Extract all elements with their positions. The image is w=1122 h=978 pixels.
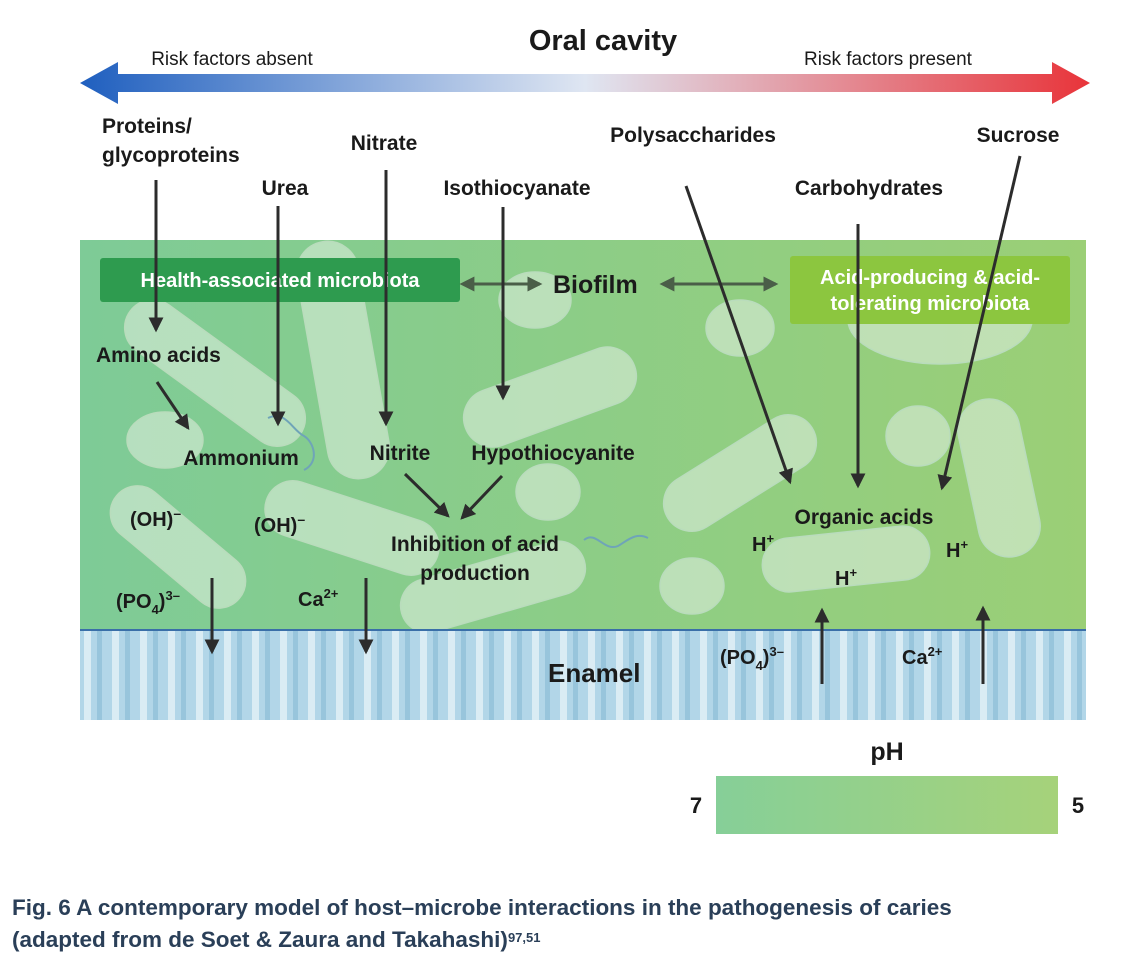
bacterium [885,405,951,467]
inhibition-label-line1: Inhibition of acid [391,533,559,556]
proton-label-right: H+ [946,537,968,562]
ammonium-label: Ammonium [183,447,299,470]
nitrate-label: Nitrate [351,132,418,155]
proton-label-center: H+ [835,565,857,590]
health-microbiota-label: Health-associated microbiota [141,270,421,292]
caption-line-1: Fig. 6 A contemporary model of host–micr… [12,895,952,920]
carbohydrates-label: Carbohydrates [795,177,943,200]
ph-label: pH [870,738,903,766]
organic-acids-label: Organic acids [795,506,934,529]
amino-acids-label: Amino acids [96,344,221,367]
bacterium [264,480,440,576]
hydroxide-label-left: (OH)– [130,505,181,531]
isothiocyanate-label: Isothiocyanate [443,177,590,200]
hypothiocyanite-label: Hypothiocyanite [471,442,634,465]
ph-gradient-bar [716,776,1058,834]
bacterium [761,525,931,593]
bacterium [659,557,725,615]
acid-microbiota-label-line1: Acid-producing & acid- [820,267,1040,289]
arrow-sucrose-to-organic-acids [937,155,1022,491]
arrow-amino-acids-to-ammonium [155,381,190,430]
enamel-label: Enamel [548,658,641,688]
bacterium [957,398,1041,558]
caption-line-2-text: (adapted from de Soet & Zaura and Takaha… [12,927,508,952]
caption-line-2: (adapted from de Soet & Zaura and Takaha… [12,924,1112,956]
figure-caption: Fig. 6 A contemporary model of host–micr… [12,892,1112,956]
health-microbiota-box [100,258,460,302]
proteins-label-line1: Proteins/ [102,115,192,138]
arrow-polysaccharides-to-organic-acids [684,185,793,485]
biofilm-label: Biofilm [553,271,638,299]
arrow-hypothiocyanite-to-inhibition [460,474,504,520]
acid-microbiota-label-line2: tolerating microbiota [831,293,1031,315]
bacterium [515,463,581,521]
risk-gradient-arrow [80,62,1090,104]
bacterium [109,485,247,609]
acid-microbiota-box [790,256,1070,324]
proteins-label-line2: glycoproteins [102,144,240,167]
polysaccharides-label: Polysaccharides [610,124,776,147]
bacterium-flagellum [583,534,649,549]
urea-label: Urea [262,177,309,200]
inhibition-label-line2: production [420,562,530,585]
phosphate-label-left: (PO4)3– [116,588,180,617]
ph-value-right: 5 [1072,793,1084,818]
caption-references: 97,51 [507,930,541,945]
risk-absent-label: Risk factors absent [151,49,313,70]
pathway-arrows [148,155,1022,684]
proton-label-left: H+ [752,531,774,556]
arrow-nitrite-to-inhibition [403,472,450,518]
calcium-label-left: Ca2+ [298,586,339,611]
bacterium [462,346,638,448]
phosphate-label-right: (PO4)3– [720,644,784,673]
bacterium [123,298,307,448]
calcium-label-right: Ca2+ [902,644,943,669]
ph-value-left: 7 [690,793,702,818]
sucrose-label: Sucrose [977,124,1060,147]
hydroxide-label-center: (OH)– [254,511,305,537]
diagram-title: Oral cavity [529,25,677,57]
risk-present-label: Risk factors present [804,49,973,70]
nitrite-label: Nitrite [370,442,431,465]
bacterium [705,299,775,357]
enamel-layer [80,630,1086,720]
bacterium [399,540,587,634]
host-microbe-diagram: Oral cavity Risk factors absent Risk fac… [80,25,1090,834]
